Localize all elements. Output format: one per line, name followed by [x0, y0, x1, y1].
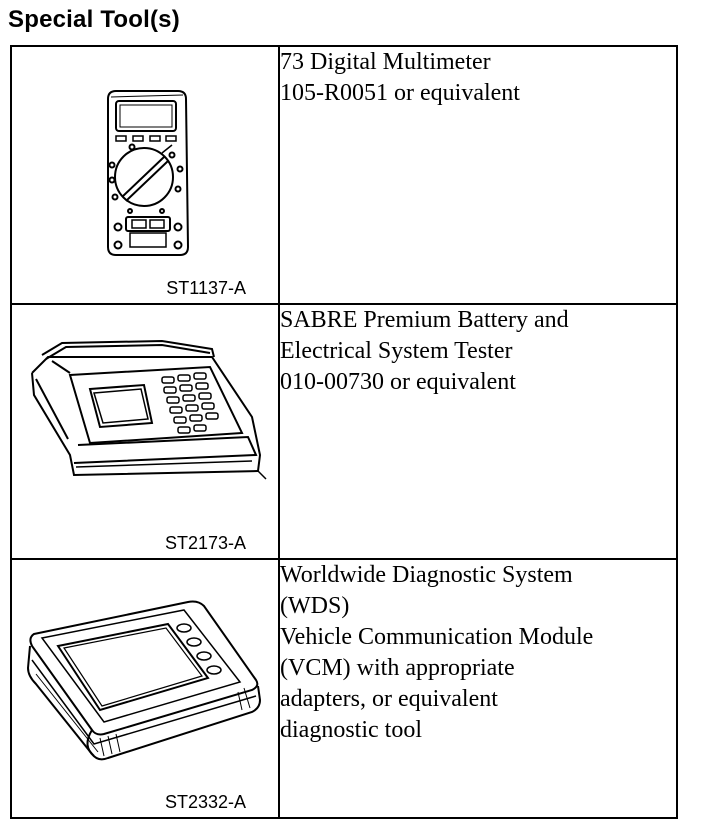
tool-name-line: Worldwide Diagnostic System — [280, 562, 573, 588]
tool-figure-number: ST2173-A — [164, 533, 246, 553]
tool-name-line: Electrical System Tester — [280, 338, 513, 364]
special-tools-table: ST1137-A 73 Digital Multimeter 105-R0051… — [10, 45, 678, 819]
tool-image-cell: ST2173-A — [10, 303, 280, 560]
tool-name-line: (WDS) — [280, 593, 350, 619]
table-row: ST1137-A 73 Digital Multimeter 105-R0051… — [10, 45, 678, 305]
tool-name-line: adapters, or equivalent — [280, 686, 498, 712]
tool-name-line: (VCM) with appropriate — [280, 655, 515, 681]
tool-description: SABRE Premium Battery and Electrical Sys… — [278, 303, 678, 560]
tool-description: Worldwide Diagnostic System (WDS) Vehicl… — [278, 558, 678, 819]
tool-figure-number: ST2332-A — [164, 792, 246, 812]
tool-description: 73 Digital Multimeter 105-R0051 or equiv… — [278, 45, 678, 305]
vcm-diagnostic-illustration — [26, 600, 262, 761]
table-row: ST2332-A Worldwide Diagnostic System (WD… — [10, 558, 678, 819]
battery-tester-illustration — [31, 339, 267, 480]
table-row: ST2173-A SABRE Premium Battery and Elect… — [10, 303, 678, 560]
tool-name-line: SABRE Premium Battery and — [280, 307, 569, 333]
tool-figure-number: ST1137-A — [166, 278, 246, 298]
digital-multimeter-illustration — [107, 90, 190, 256]
tool-image-cell: ST1137-A — [10, 45, 280, 305]
tool-part-number-line: 010-00730 or equivalent — [280, 369, 516, 395]
tool-name-line: diagnostic tool — [280, 717, 422, 743]
tool-name-line: 73 Digital Multimeter — [280, 49, 491, 75]
tool-part-number-line: 105-R0051 or equivalent — [280, 80, 520, 106]
tool-image-cell: ST2332-A — [10, 558, 280, 819]
page-title: Special Tool(s) — [8, 6, 180, 33]
tool-name-line: Vehicle Communication Module — [280, 624, 594, 650]
